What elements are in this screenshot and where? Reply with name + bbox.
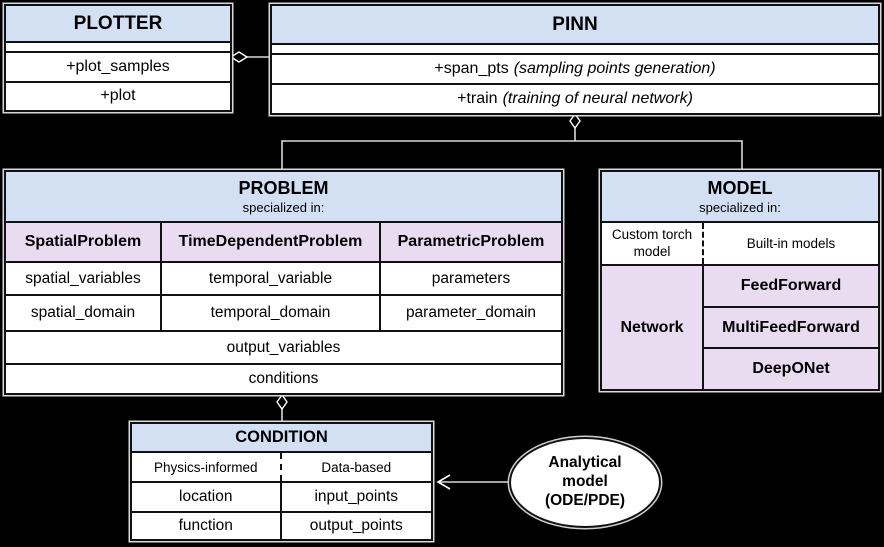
model-custom-torch-header: Custom torch model	[602, 223, 704, 264]
pinn-title-label: PINN	[552, 13, 598, 35]
model-builtin-header: Built-in models	[704, 223, 878, 264]
aggregation-diamond-icon	[229, 51, 249, 63]
attr-spatial-domain: spatial_domain	[6, 296, 162, 330]
plotter-empty-compartment	[6, 43, 230, 53]
method-label: +train	[457, 90, 498, 107]
aggregation-diamond-icon	[569, 112, 581, 130]
model-class-box: MODEL specialized in: Custom torch model…	[600, 170, 880, 391]
condition-kind-header-row: Physics-informed Data-based	[132, 453, 431, 483]
problem-title: PROBLEM specialized in:	[6, 172, 561, 223]
model-body: Network FeedForward MultiFeedForward Dee…	[602, 266, 878, 390]
problem-class-box: PROBLEM specialized in: SpatialProblem T…	[4, 170, 563, 395]
condition-title: CONDITION	[132, 424, 431, 453]
model-multifeedforward: MultiFeedForward	[704, 307, 878, 350]
analytical-model-ellipse: Analytical model (ODE/PDE)	[509, 437, 661, 528]
condition-row-2: function output_points	[132, 513, 431, 539]
problem-subtitle: specialized in:	[242, 200, 325, 215]
model-feedforward: FeedForward	[704, 266, 878, 308]
method-label: +plot_samples	[66, 57, 170, 75]
analytical-line-2: model	[562, 473, 608, 491]
attr-temporal-variable: temporal_variable	[162, 263, 381, 294]
pinn-empty-compartment	[272, 45, 878, 55]
attr-input-points: input_points	[281, 483, 431, 511]
open-arrowhead-icon	[436, 474, 451, 490]
pinn-method-span-pts: +span_pts (sampling points generation)	[272, 55, 878, 83]
attr-temporal-domain: temporal_domain	[162, 296, 381, 330]
subclass-parametricproblem: ParametricProblem	[381, 223, 561, 261]
attr-output-points: output_points	[281, 513, 431, 539]
attr-output-variables: output_variables	[6, 332, 561, 365]
model-subtitle: specialized in:	[699, 200, 781, 215]
plotter-title-label: PLOTTER	[73, 12, 163, 34]
method-label: +plot	[100, 87, 136, 105]
attr-parameters: parameters	[381, 263, 561, 294]
attr-function: function	[132, 513, 282, 539]
condition-physics-header: Physics-informed	[132, 453, 282, 481]
condition-title-label: CONDITION	[235, 428, 328, 446]
pinn-class-box: PINN +span_pts (sampling points generati…	[270, 4, 880, 115]
model-deeponet: DeepONet	[704, 349, 878, 390]
analytical-line-1: Analytical	[548, 454, 622, 472]
method-note: (training of neural network)	[502, 90, 693, 107]
attr-spatial-variables: spatial_variables	[6, 263, 162, 294]
attr-parameter-domain: parameter_domain	[381, 296, 561, 330]
condition-class-box: CONDITION Physics-informed Data-based lo…	[130, 422, 433, 541]
plotter-title: PLOTTER	[6, 6, 230, 43]
subclass-timedependentproblem: TimeDependentProblem	[162, 223, 381, 261]
condition-data-header: Data-based	[281, 453, 431, 481]
analytical-line-3: (ODE/PDE)	[544, 491, 626, 509]
subclass-spatialproblem: SpatialProblem	[6, 223, 162, 261]
attr-conditions: conditions	[6, 365, 561, 393]
model-network-cell: Network	[602, 266, 704, 389]
method-note: (sampling points generation)	[513, 60, 716, 77]
pinn-title: PINN	[272, 6, 878, 45]
model-kind-header-row: Custom torch model Built-in models	[602, 223, 878, 266]
aggregation-diamond-icon	[276, 393, 288, 411]
problem-attr-row-1: spatial_variables temporal_variable para…	[6, 263, 561, 296]
attr-location: location	[132, 483, 282, 511]
model-builtin-list: FeedForward MultiFeedForward DeepONet	[704, 266, 878, 390]
problem-attr-row-2: spatial_domain temporal_domain parameter…	[6, 296, 561, 332]
plotter-class-box: PLOTTER +plot_samples +plot	[4, 4, 232, 112]
plotter-method-plot-samples: +plot_samples	[6, 53, 230, 81]
model-title-label: MODEL	[707, 178, 773, 198]
pinn-method-train: +train (training of neural network)	[272, 83, 878, 113]
problem-title-label: PROBLEM	[238, 178, 329, 198]
condition-row-1: location input_points	[132, 483, 431, 513]
plotter-method-plot: +plot	[6, 80, 230, 110]
method-label: +span_pts	[434, 60, 509, 77]
model-title: MODEL specialized in:	[602, 172, 878, 223]
pinn-tree-branch-line	[281, 140, 743, 169]
problem-subclass-header-row: SpatialProblem TimeDependentProblem Para…	[6, 223, 561, 263]
